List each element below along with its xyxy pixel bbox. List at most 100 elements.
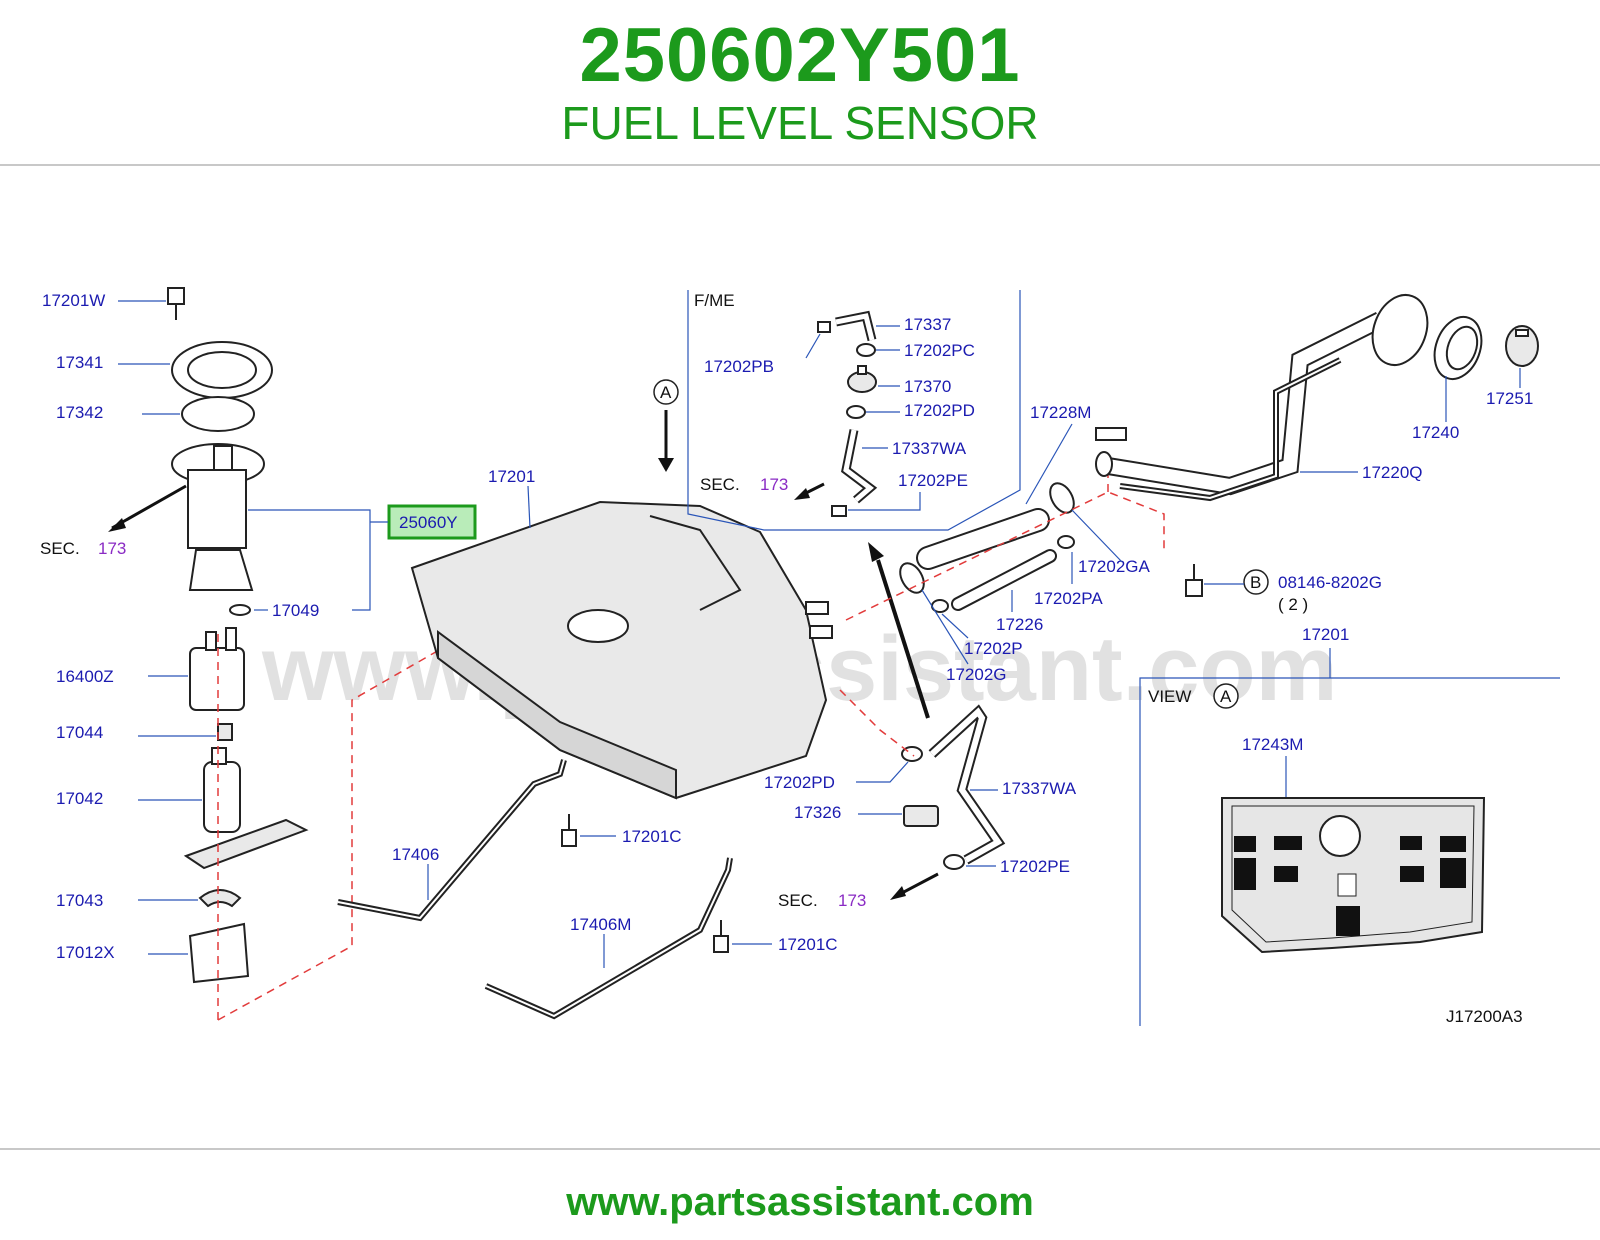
label-17243m[interactable]: 17243M (1242, 735, 1303, 754)
valve-17370-part (847, 365, 877, 393)
sec-label-fme: SEC. (700, 475, 740, 494)
gasket-17240-part (1433, 316, 1483, 380)
sensor-unit-25060y-part (171, 443, 265, 591)
drawing-code: J17200A3 (1446, 1007, 1523, 1026)
arrow-up-large-head (868, 542, 884, 562)
label-17337wa-b[interactable]: 17337WA (1002, 779, 1077, 798)
page-header: 250602Y501 FUEL LEVEL SENSOR (0, 0, 1600, 170)
label-17226[interactable]: 17226 (996, 615, 1043, 634)
label-17043[interactable]: 17043 (56, 891, 103, 910)
label-17201-tank[interactable]: 17201 (488, 467, 535, 486)
label-17202pd-a[interactable]: 17202PD (904, 401, 975, 420)
view-a-marker-tank (653, 379, 679, 405)
strap-17406-part (337, 759, 567, 922)
part-number-title: 250602Y501 (579, 13, 1021, 98)
sec-arrowhead-left (108, 518, 126, 532)
label-17202g[interactable]: 17202G (946, 665, 1007, 684)
label-17202pc[interactable]: 17202PC (904, 341, 975, 360)
label-17012x[interactable]: 17012X (56, 943, 115, 962)
fme-label: F/ME (694, 291, 735, 310)
label-17202p[interactable]: 17202P (964, 639, 1023, 658)
label-17049[interactable]: 17049 (272, 601, 319, 620)
hose-17202pa-part (951, 549, 1057, 611)
clamp-17202pb-part (817, 321, 831, 333)
label-17337wa-a[interactable]: 17337WA (892, 439, 967, 458)
clamp-17202pe-a-part (831, 505, 847, 517)
part-name-subtitle: FUEL LEVEL SENSOR (561, 97, 1039, 149)
label-17202pe-a[interactable]: 17202PE (898, 471, 968, 490)
sec-173-link-fme[interactable]: 173 (760, 475, 788, 494)
marker-b-circle (1243, 569, 1269, 595)
arrow-a-head (658, 458, 674, 472)
label-17042[interactable]: 17042 (56, 789, 103, 808)
hose-17228m-part (916, 508, 1050, 570)
parts-diagram: www.partsassistant.com 17201W 17341 1734… (0, 170, 1600, 1170)
label-17202pd-b[interactable]: 17202PD (764, 773, 835, 792)
retainer-17341-part (171, 341, 273, 399)
bolt-17201w-part (167, 287, 185, 320)
label-17202pb[interactable]: 17202PB (704, 357, 774, 376)
arrow-up-large-shaft (876, 559, 930, 719)
footer-url-link[interactable]: www.partsassistant.com (566, 1180, 1034, 1224)
leader-17202g (921, 589, 969, 665)
sec-arrow-bottom (899, 872, 939, 896)
quantity-label: ( 2 ) (1278, 595, 1308, 614)
fuel-tank-17201-part (410, 500, 833, 800)
clamp-17202pc-part (856, 343, 876, 357)
label-25060y-highlighted[interactable]: 25060Y (399, 513, 458, 532)
label-17202pa[interactable]: 17202PA (1034, 589, 1103, 608)
cap-17251-part (1505, 325, 1539, 367)
label-17201c-a[interactable]: 17201C (622, 827, 682, 846)
sec-label-left: SEC. (40, 539, 80, 558)
strap-17406m-part (484, 857, 733, 1020)
filter-17044-part (217, 723, 233, 741)
label-17370[interactable]: 17370 (904, 377, 951, 396)
leader-17202p (941, 613, 969, 639)
sec-arrowhead-fme (794, 488, 810, 500)
tank-bottom-view-part (1221, 797, 1486, 954)
label-17044[interactable]: 17044 (56, 723, 103, 742)
fme-inset-frame (687, 290, 1021, 531)
label-17342[interactable]: 17342 (56, 403, 103, 422)
label-17201w[interactable]: 17201W (42, 291, 105, 310)
label-17202ga[interactable]: 17202GA (1078, 557, 1150, 576)
gasket-17342-part (181, 396, 255, 432)
clip-17043-part (198, 889, 242, 908)
highlight-box-25060y (387, 504, 477, 540)
hose-17337wa-b-part (928, 704, 1006, 865)
label-17406[interactable]: 17406 (392, 845, 439, 864)
label-17326[interactable]: 17326 (794, 803, 841, 822)
clip-17326-part (903, 805, 939, 827)
clamp-17202pd-a-part (846, 405, 866, 419)
label-17251[interactable]: 17251 (1486, 389, 1533, 408)
view-a-marker-inset (1213, 683, 1239, 709)
label-17240[interactable]: 17240 (1412, 423, 1459, 442)
label-17201-view[interactable]: 17201 (1302, 625, 1349, 644)
leader-17202pe-a (848, 492, 921, 511)
clamp-17202p-ring-part (899, 562, 925, 594)
leader-17228m (1025, 423, 1073, 505)
hose-17337wa-a-part (841, 429, 878, 504)
label-16400z[interactable]: 16400Z (56, 667, 114, 686)
bracket-17012x-part (188, 922, 250, 984)
label-17337[interactable]: 17337 (904, 315, 951, 334)
label-17220q[interactable]: 17220Q (1362, 463, 1423, 482)
label-17341[interactable]: 17341 (56, 353, 103, 372)
label-08146-8202g[interactable]: 08146-8202G (1278, 573, 1382, 592)
sec-173-link-bottom[interactable]: 173 (838, 891, 866, 910)
leader-17201-tank (527, 485, 531, 529)
label-17228m[interactable]: 17228M (1030, 403, 1091, 422)
label-17202pe-b[interactable]: 17202PE (1000, 857, 1070, 876)
label-17406m[interactable]: 17406M (570, 915, 631, 934)
leader-17202ga (1071, 509, 1123, 563)
hose-17337-part (835, 310, 877, 342)
marker-a-text-tank: A (660, 383, 672, 402)
fuel-filter-16400z-part (189, 627, 245, 711)
label-17201c-b[interactable]: 17201C (778, 935, 838, 954)
header-divider (0, 164, 1600, 166)
leader-25060y (248, 509, 371, 611)
view-label: VIEW (1148, 687, 1191, 706)
leader-17202pd-b (856, 761, 909, 783)
sec-arrow-left (111, 484, 187, 530)
sec-173-link-left[interactable]: 173 (98, 539, 126, 558)
